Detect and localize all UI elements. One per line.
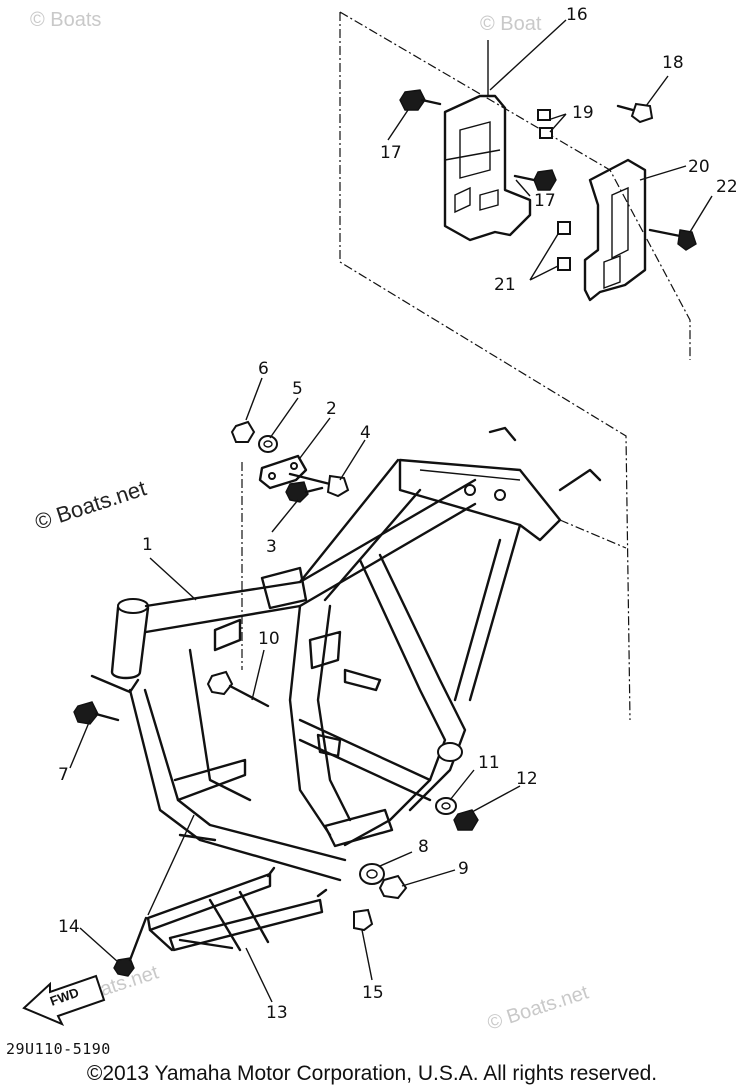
bolt-3 [285, 481, 324, 503]
bolt-10 [206, 670, 270, 708]
callout-20: 20 [688, 157, 710, 177]
watermark-top-left: © Boats [30, 9, 101, 31]
callout-9: 9 [458, 859, 469, 879]
callout-16: 16 [566, 5, 588, 25]
bracket-16 [443, 94, 532, 242]
nut-9 [378, 874, 408, 900]
plate-2 [258, 454, 308, 490]
callout-18: 18 [662, 53, 684, 73]
callout-17-left: 17 [380, 143, 402, 163]
callout-6: 6 [258, 359, 269, 379]
callout-3: 3 [266, 537, 277, 557]
callout-17-center: 17 [534, 191, 556, 211]
callout-22: 22 [716, 177, 738, 197]
bolt-17-center [513, 169, 557, 191]
cover-20 [583, 158, 647, 302]
washer-11 [435, 797, 457, 815]
nut-12 [453, 809, 479, 831]
clip-19 [537, 109, 553, 139]
callout-7: 7 [58, 765, 69, 785]
leader-lines [69, 19, 713, 1003]
callout-10: 10 [258, 629, 280, 649]
callout-2: 2 [326, 399, 337, 419]
bolt-7 [73, 701, 120, 725]
collar-8 [359, 863, 385, 885]
callout-15: 15 [362, 983, 384, 1003]
watermark-middle: © Boats.net [32, 475, 149, 534]
collar-15 [353, 908, 374, 932]
callout-13: 13 [266, 1003, 288, 1023]
watermark-top-right: © Boat [480, 13, 542, 35]
bolt-14 [113, 916, 148, 977]
callout-1: 1 [142, 535, 153, 555]
washer-5 [258, 435, 278, 453]
diagram-code: 29U110-5190 [6, 1040, 111, 1058]
skid-plate-13 [146, 866, 328, 952]
callout-14: 14 [58, 917, 80, 937]
callout-8: 8 [418, 837, 429, 857]
callout-12: 12 [516, 769, 538, 789]
callout-11: 11 [478, 753, 500, 773]
callouts: 1 2 3 4 5 6 7 8 9 10 11 12 13 14 15 16 1… [58, 5, 738, 1023]
bolt-17-left [399, 89, 442, 111]
nut-6 [230, 420, 256, 443]
bracket-assembly-boundary [241, 11, 691, 721]
clip-21 [557, 221, 571, 271]
callout-19: 19 [572, 103, 594, 123]
callout-4: 4 [360, 423, 371, 443]
frame-1 [90, 426, 602, 882]
bolt-22 [648, 228, 697, 251]
callout-5: 5 [292, 379, 303, 399]
watermark-bottom-right: © Boats.net [485, 981, 592, 1034]
fwd-arrow: FWD [22, 974, 106, 1026]
bolt-18 [616, 102, 654, 124]
callout-21: 21 [494, 275, 516, 295]
copyright-notice: ©2013 Yamaha Motor Corporation, U.S.A. A… [86, 1062, 658, 1085]
